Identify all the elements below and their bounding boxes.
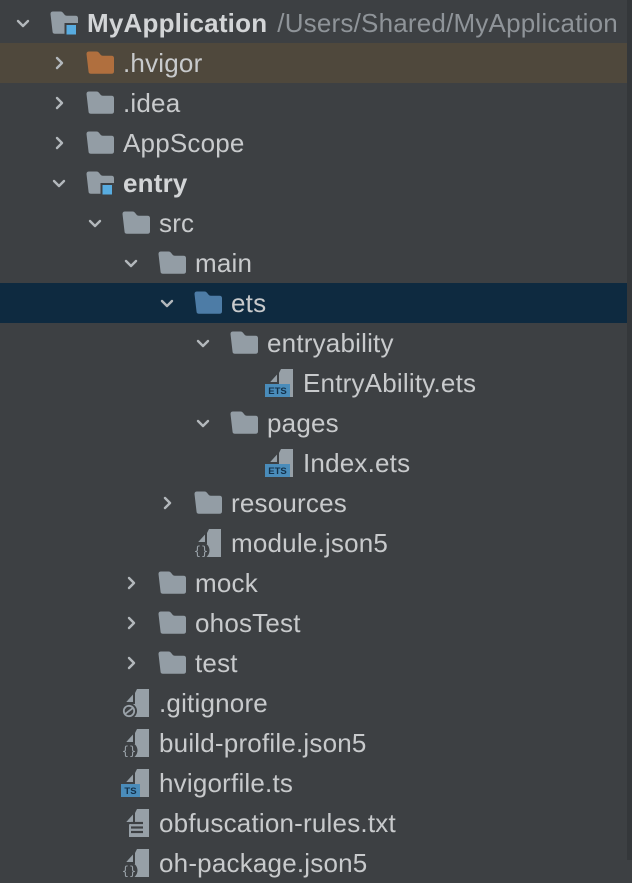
tree-item-label: src bbox=[159, 207, 195, 238]
chevron-right-icon[interactable] bbox=[120, 612, 157, 634]
tree-item-label: build-profile.json5 bbox=[159, 727, 367, 758]
chevron-down-icon[interactable] bbox=[84, 212, 121, 234]
tree-row-pages[interactable]: pages bbox=[0, 403, 627, 443]
folder-icon bbox=[85, 87, 115, 119]
tree-item-label: entry bbox=[123, 167, 188, 198]
tree-item-label: hvigorfile.ts bbox=[159, 767, 294, 798]
chevron-right-icon[interactable] bbox=[48, 52, 85, 74]
tree-item-label: oh-package.json5 bbox=[159, 847, 368, 878]
chevron-down-icon[interactable] bbox=[156, 292, 193, 314]
tree-item-label: .idea bbox=[123, 87, 181, 118]
folder-icon bbox=[157, 247, 187, 279]
tree-item-label: .gitignore bbox=[159, 687, 268, 718]
tree-row-resources[interactable]: resources bbox=[0, 483, 627, 523]
tree-item-label: ohosTest bbox=[195, 607, 301, 638]
svg-text:{}: {} bbox=[194, 544, 208, 558]
tree-item-label: ets bbox=[231, 287, 267, 318]
tree-item-label: obfuscation-rules.txt bbox=[159, 807, 396, 838]
tree-item-label: mock bbox=[195, 567, 258, 598]
tree-row-myapplication[interactable]: MyApplication /Users/Shared/MyApplicatio… bbox=[0, 3, 627, 43]
svg-text:TS: TS bbox=[124, 786, 136, 797]
svg-text:ETS: ETS bbox=[268, 386, 286, 397]
tree-row-oh-package-json5[interactable]: {} oh-package.json5 bbox=[0, 843, 627, 883]
tree-row-test[interactable]: test bbox=[0, 643, 627, 683]
tree-row-main[interactable]: main bbox=[0, 243, 627, 283]
panel-right-edge bbox=[627, 0, 632, 860]
tree-row-obfuscation-rules-txt[interactable]: obfuscation-rules.txt bbox=[0, 803, 627, 843]
chevron-down-icon[interactable] bbox=[48, 172, 85, 194]
tree-item-label: test bbox=[195, 647, 238, 678]
tree-row-build-profile-json5[interactable]: {} build-profile.json5 bbox=[0, 723, 627, 763]
chevron-right-icon[interactable] bbox=[120, 572, 157, 594]
chevron-down-icon[interactable] bbox=[192, 412, 229, 434]
tree-row-src[interactable]: src bbox=[0, 203, 627, 243]
chevron-right-icon[interactable] bbox=[48, 92, 85, 114]
folder-excluded-icon bbox=[85, 47, 115, 79]
ets-file-icon: ETS bbox=[265, 367, 295, 399]
gitignore-file-icon bbox=[121, 687, 151, 719]
tree-row-index-ets[interactable]: ETS Index.ets bbox=[0, 443, 627, 483]
folder-icon bbox=[229, 327, 259, 359]
module-icon bbox=[49, 7, 79, 39]
tree-item-label: EntryAbility.ets bbox=[303, 367, 477, 398]
chevron-down-icon[interactable] bbox=[120, 252, 157, 274]
tree-item-label: MyApplication bbox=[87, 7, 268, 38]
folder-icon bbox=[85, 127, 115, 159]
ts-file-icon: TS bbox=[121, 767, 151, 799]
json5-file-icon: {} bbox=[121, 727, 151, 759]
chevron-right-icon[interactable] bbox=[156, 492, 193, 514]
json5-file-icon: {} bbox=[193, 527, 223, 559]
tree-row-idea[interactable]: .idea bbox=[0, 83, 627, 123]
folder-icon bbox=[121, 207, 151, 239]
tree-row-mock[interactable]: mock bbox=[0, 563, 627, 603]
chevron-down-icon[interactable] bbox=[12, 12, 49, 34]
tree-row-appscope[interactable]: AppScope bbox=[0, 123, 627, 163]
module-icon bbox=[85, 167, 115, 199]
tree-row-ets[interactable]: ets bbox=[0, 283, 627, 323]
chevron-down-icon[interactable] bbox=[192, 332, 229, 354]
tree-item-label: Index.ets bbox=[303, 447, 411, 478]
folder-icon bbox=[157, 607, 187, 639]
tree-item-label: entryability bbox=[267, 327, 394, 358]
svg-text:ETS: ETS bbox=[268, 466, 286, 477]
tree-row-module-json5[interactable]: {} module.json5 bbox=[0, 523, 627, 563]
chevron-right-icon[interactable] bbox=[48, 132, 85, 154]
svg-text:{}: {} bbox=[122, 864, 136, 878]
tree-item-label: main bbox=[195, 247, 253, 278]
tree-row-entryability[interactable]: entryability bbox=[0, 323, 627, 363]
tree-row-entryability-ets[interactable]: ETS EntryAbility.ets bbox=[0, 363, 627, 403]
tree-item-label: pages bbox=[267, 407, 339, 438]
json5-file-icon: {} bbox=[121, 847, 151, 879]
chevron-right-icon[interactable] bbox=[120, 652, 157, 674]
project-path: /Users/Shared/MyApplication bbox=[277, 7, 618, 38]
tree-item-label: resources bbox=[231, 487, 347, 518]
tree-row-hvigor[interactable]: .hvigor bbox=[0, 43, 627, 83]
tree-row-entry[interactable]: entry bbox=[0, 163, 627, 203]
tree-item-label: .hvigor bbox=[123, 47, 203, 78]
folder-icon bbox=[157, 647, 187, 679]
svg-text:{}: {} bbox=[122, 744, 136, 758]
tree-item-label: module.json5 bbox=[231, 527, 389, 558]
txt-file-icon bbox=[121, 807, 151, 839]
tree-row-hvigorfile-ts[interactable]: TS hvigorfile.ts bbox=[0, 763, 627, 803]
project-tree: MyApplication /Users/Shared/MyApplicatio… bbox=[0, 3, 627, 879]
folder-icon bbox=[229, 407, 259, 439]
tree-item-label: AppScope bbox=[123, 127, 245, 158]
folder-icon bbox=[157, 567, 187, 599]
ets-file-icon: ETS bbox=[265, 447, 295, 479]
tree-row-gitignore[interactable]: .gitignore bbox=[0, 683, 627, 723]
folder-icon bbox=[193, 487, 223, 519]
tree-row-ohostest[interactable]: ohosTest bbox=[0, 603, 627, 643]
folder-source-icon bbox=[193, 287, 223, 319]
